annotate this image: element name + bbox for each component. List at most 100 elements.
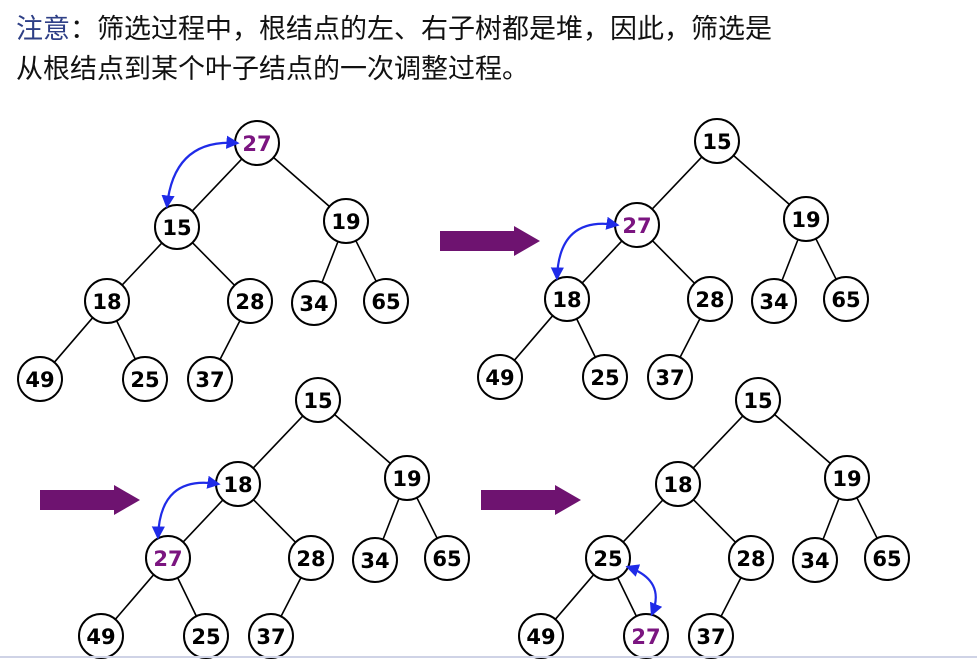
tree-node: 15 [154,204,200,250]
tree-edge [774,413,831,465]
node-value: 34 [800,549,829,573]
node-circle [384,455,430,501]
node-circle [824,455,870,501]
node-circle [694,118,740,164]
tree-node: 15 [694,118,740,164]
note-line-1: 注意：筛选过程中，根结点的左、右子树都是堆，因此，筛选是 [16,10,966,50]
tree-node: 37 [248,613,294,659]
tree-step3: 15 18 19 27 28 34 65 49 25 37 [78,377,470,659]
note-line-2: 从根结点到某个叶子结点的一次调整过程。 [16,54,529,85]
node-value: 15 [702,130,731,154]
tree-edge [822,498,840,540]
tree-edge [733,154,790,206]
tree-node: 18 [84,278,130,324]
swap-arrow [625,564,663,617]
tree-edge [815,238,837,280]
swap-arrow [151,475,221,540]
tree-node: 25 [183,613,229,659]
node-circle [647,354,693,400]
node-value: 37 [696,625,725,649]
tree-node: 15 [295,377,341,423]
tree-edge [321,241,339,283]
tree-node: 18 [655,461,701,507]
tree-edge [581,240,623,284]
node-value: 15 [743,389,772,413]
tree-edge [692,415,744,469]
tree-node: 18 [215,461,261,507]
node-value: 15 [303,389,332,413]
bottom-divider [0,656,977,658]
tree-node: 28 [687,276,733,322]
node-value: 27 [631,625,660,649]
tree-node: 34 [352,537,398,583]
node-value: 27 [153,547,182,571]
tree-edge [622,499,664,543]
node-circle [728,535,774,581]
node-circle [864,535,910,581]
note-colon: ： [70,14,97,45]
tree-edge [334,413,391,465]
tree-node: 34 [792,537,838,583]
tree-edge [355,240,377,282]
node-value: 27 [242,132,271,156]
tree-edge [191,242,236,286]
node-value: 19 [832,467,861,491]
node-value: 65 [831,288,860,312]
tree-node: 25 [122,356,168,402]
tree-edge [115,320,137,360]
node-value: 28 [235,290,264,314]
tree-edge [513,315,554,361]
node-circle [582,354,628,400]
node-value: 19 [331,210,360,234]
node-value: 28 [736,547,765,571]
node-value: 49 [485,366,514,390]
tree-step4: 15 18 19 25 28 34 65 49 27 37 [518,377,910,659]
tree-node: 34 [291,280,337,326]
next-step-arrow [40,485,140,515]
tree-edge [692,499,737,543]
node-value: 28 [296,547,325,571]
node-value: 65 [432,547,461,571]
tree-edge [176,577,198,617]
node-value: 49 [86,625,115,649]
tree-edge [416,497,438,539]
node-circle [187,356,233,402]
tree-node: 65 [864,535,910,581]
next-step-arrow [481,485,581,515]
node-circle [518,613,564,659]
node-circle [248,613,294,659]
tree-node: 28 [728,535,774,581]
note-text: 注意：筛选过程中，根结点的左、右子树都是堆，因此，筛选是 从根结点到某个叶子结点… [16,10,966,90]
tree-node: 37 [647,354,693,400]
node-value: 27 [622,214,651,238]
tree-node: 19 [384,455,430,501]
node-value: 49 [526,625,555,649]
node-value: 25 [593,547,622,571]
node-circle [823,276,869,322]
tree-node: 65 [823,276,869,322]
node-circle [323,198,369,244]
tree-edge [616,577,638,617]
tree-node: 49 [78,613,124,659]
node-circle [477,354,523,400]
tree-node: 27 [623,613,669,659]
tree-node: 28 [288,535,334,581]
node-circle [751,278,797,324]
swap-arrow [550,216,620,281]
node-value: 25 [191,625,220,649]
tree-node: 28 [227,278,273,324]
tree-node: 18 [544,276,590,322]
tree-node: 19 [783,196,829,242]
tree-node: 34 [751,278,797,324]
tree-node: 19 [824,455,870,501]
tree-edge [651,240,696,284]
tree-node: 49 [17,356,63,402]
node-value: 28 [695,288,724,312]
tree-edge [273,156,330,208]
tree-edge [720,577,742,617]
node-circle [424,535,470,581]
next-step-arrow [440,226,540,256]
node-value: 18 [552,288,581,312]
